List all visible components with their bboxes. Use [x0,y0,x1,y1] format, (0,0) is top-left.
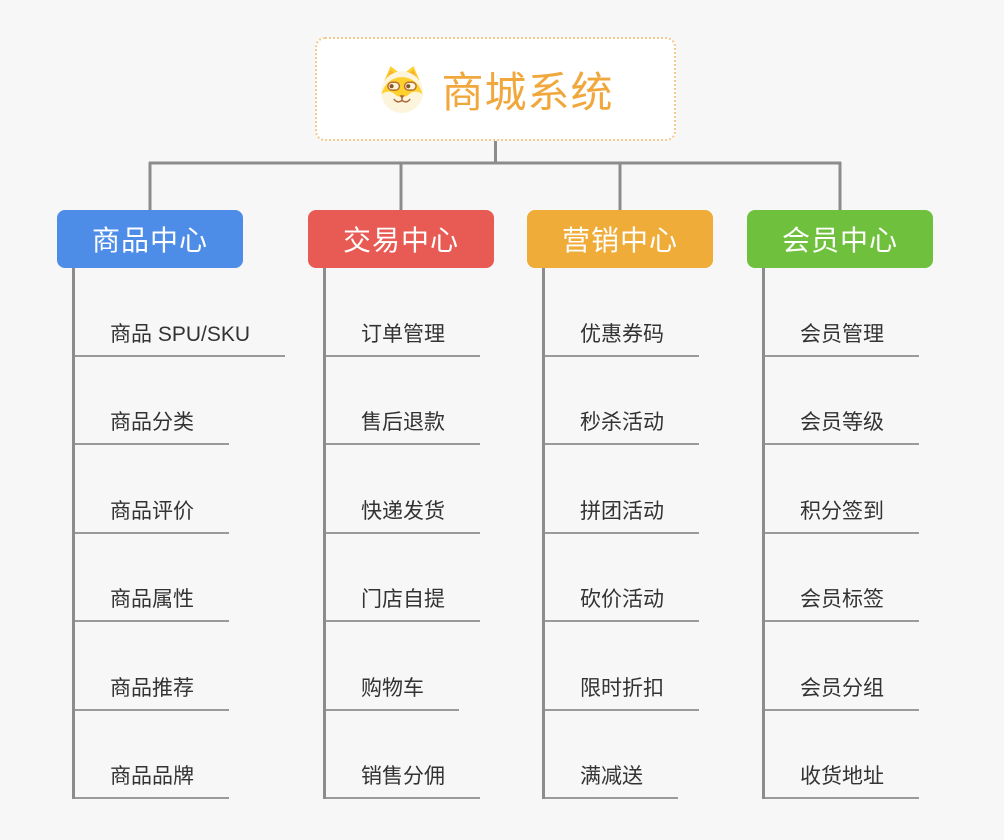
branch-header-trade-center[interactable]: 交易中心 [308,210,494,268]
topic-item-label: 商品评价 [110,499,194,523]
topic-item-label: 积分签到 [800,499,884,523]
topic-item-label: 会员分组 [800,676,884,700]
topic-item[interactable]: 积分签到 [765,445,919,534]
topic-item[interactable]: 会员管理 [765,268,919,357]
branch-items-product-center: 商品 SPU/SKU 商品分类商品评价商品属性商品推荐商品品牌 [72,268,286,799]
dog-face-icon [381,66,424,113]
topic-item[interactable]: 限时折扣 [545,622,699,711]
topic-item[interactable]: 商品品牌 [75,711,229,799]
topic-item[interactable]: 商品推荐 [75,622,229,711]
root-topic-title: 商城系统 [441,68,614,116]
topic-item-label: 销售分佣 [361,765,445,788]
topic-item-label: 会员标签 [800,588,884,611]
topic-item-label: 购物车 [361,676,424,700]
topic-item-label: 商品品牌 [110,765,194,788]
branch-header-marketing-center[interactable]: 营销中心 [527,210,713,268]
topic-item-label: 快递发货 [361,499,445,523]
topic-item[interactable]: 商品分类 [75,357,229,445]
topic-item-label: 售后退款 [361,411,445,434]
branch-product-center: 商品中心商品 SPU/SKU 商品分类商品评价商品属性商品推荐商品品牌 [57,210,286,799]
topic-item[interactable]: 售后退款 [326,357,480,445]
branch-items-marketing-center: 优惠券码秒杀活动拼团活动砍价活动限时折扣满减送 [542,268,699,799]
topic-item[interactable]: 秒杀活动 [545,357,699,445]
topic-item-label: 收货地址 [800,765,884,788]
topic-item[interactable]: 商品评价 [75,445,229,534]
topic-item-label: 商品 SPU/SKU [110,322,251,346]
topic-item[interactable]: 会员标签 [765,534,919,622]
branch-items-trade-center: 订单管理售后退款快递发货门店自提购物车销售分佣 [323,268,480,799]
topic-item[interactable]: 门店自提 [326,534,480,622]
topic-item-label: 优惠券码 [580,322,664,346]
topic-item-label: 拼团活动 [580,499,664,523]
topic-item[interactable]: 购物车 [326,622,459,711]
branch-items-member-center: 会员管理会员等级积分签到会员标签会员分组收货地址 [762,268,919,799]
topic-item[interactable]: 订单管理 [326,268,480,357]
topic-item[interactable]: 商品属性 [75,534,229,622]
topic-item[interactable]: 会员分组 [765,622,919,711]
branch-header-member-center[interactable]: 会员中心 [747,210,933,268]
topic-item-label: 满减送 [580,765,643,788]
topic-item[interactable]: 优惠券码 [545,268,699,357]
topic-item[interactable]: 满减送 [545,711,678,799]
topic-item[interactable]: 商品 SPU/SKU [75,268,286,357]
topic-item[interactable]: 销售分佣 [326,711,480,799]
topic-item[interactable]: 收货地址 [765,711,919,799]
topic-item-label: 订单管理 [361,322,445,346]
topic-item-label: 限时折扣 [580,676,664,700]
branch-marketing-center: 营销中心优惠券码秒杀活动拼团活动砍价活动限时折扣满减送 [527,210,713,799]
topic-item-label: 门店自提 [361,588,445,611]
topic-item[interactable]: 砍价活动 [545,534,699,622]
topic-item-label: 秒杀活动 [580,411,664,434]
branch-trade-center: 交易中心订单管理售后退款快递发货门店自提购物车销售分佣 [308,210,494,799]
topic-item[interactable]: 拼团活动 [545,445,699,534]
topic-item-label: 会员管理 [800,322,884,346]
topic-item-label: 会员等级 [800,411,884,434]
topic-item[interactable]: 会员等级 [765,357,919,445]
branch-member-center: 会员中心会员管理会员等级积分签到会员标签会员分组收货地址 [747,210,933,799]
topic-item-label: 砍价活动 [580,588,664,611]
topic-item-label: 商品推荐 [110,676,194,700]
topic-item-label: 商品属性 [110,588,194,611]
topic-item-label: 商品分类 [110,411,194,434]
branch-header-product-center[interactable]: 商品中心 [57,210,243,268]
root-topic-node[interactable]: 商城系统 [315,37,676,141]
topic-item[interactable]: 快递发货 [326,445,480,534]
